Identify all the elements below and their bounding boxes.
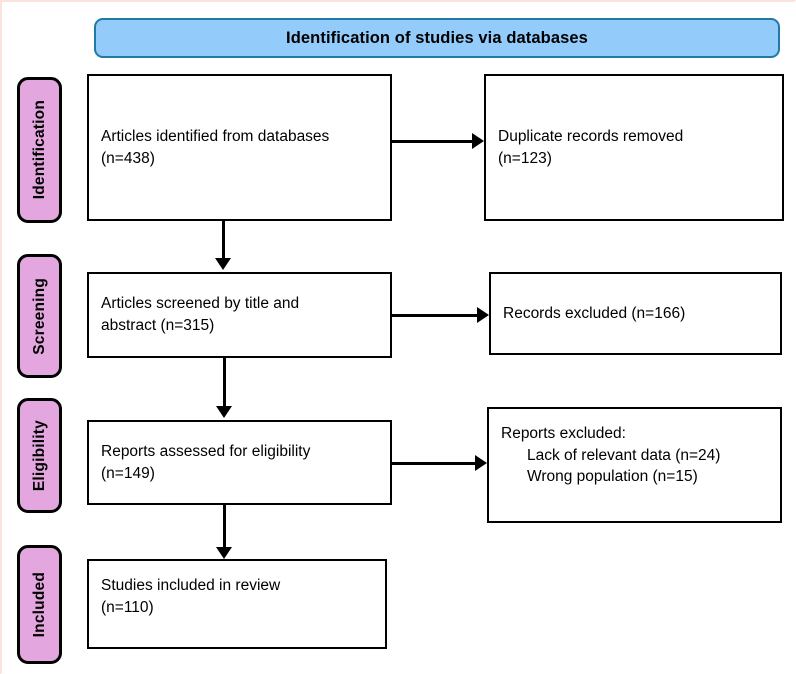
phase-label-included-text: Included — [30, 571, 48, 638]
box-studies-included-line1: Studies included in review — [101, 577, 281, 594]
diagram-title-text: Identification of studies via databases — [286, 28, 588, 47]
box-articles-identified-line1: Articles identified from databases — [101, 127, 330, 145]
phase-label-screening: Screening — [17, 254, 62, 378]
phase-label-eligibility: Eligibility — [17, 398, 62, 513]
connector-identified-to-screened-line — [222, 221, 225, 263]
box-articles-identified: Articles identified from databases (n=43… — [87, 74, 392, 221]
box-reports-assessed-eligibility-line2: (n=149) — [101, 464, 155, 482]
connector-eligibility-to-reports-excluded-line — [392, 462, 477, 465]
box-reports-excluded-reason-2: Wrong population (n=15) — [527, 468, 698, 486]
box-reports-assessed-eligibility-line1: Reports assessed for eligibility — [101, 442, 311, 460]
box-reports-excluded: Reports excluded: Lack of relevant data … — [487, 407, 782, 523]
phase-label-screening-text: Screening — [30, 277, 48, 355]
phase-label-identification: Identification — [17, 77, 62, 223]
connector-eligibility-to-included-arrowhead — [216, 547, 232, 559]
box-articles-screened-line1: Articles screened by title and — [101, 295, 300, 313]
box-articles-identified-line2: (n=438) — [101, 149, 155, 167]
box-articles-screened-line2: abstract (n=315) — [101, 317, 215, 334]
phase-label-included: Included — [17, 545, 62, 664]
connector-screened-to-records-excluded-arrowhead — [477, 307, 489, 323]
box-reports-excluded-line1: Reports excluded: — [501, 425, 626, 442]
box-records-excluded-line1: Records excluded (n=166) — [503, 304, 686, 322]
phase-label-identification-text: Identification — [30, 100, 48, 200]
connector-screened-to-records-excluded-line — [392, 314, 479, 317]
connector-screened-to-eligibility-line — [223, 358, 226, 410]
connector-eligibility-to-reports-excluded-arrowhead — [475, 455, 487, 471]
box-reports-excluded-reason-1: Lack of relevant data (n=24) — [527, 446, 721, 464]
connector-identified-to-duplicates-line — [392, 140, 474, 143]
diagram-title-banner: Identification of studies via databases — [94, 18, 780, 58]
connector-identified-to-duplicates-arrowhead — [472, 133, 484, 149]
box-duplicate-records-removed-line2: (n=123) — [498, 149, 552, 167]
box-articles-screened: Articles screened by title and abstract … — [87, 272, 392, 358]
connector-eligibility-to-included-line — [223, 505, 226, 553]
connector-screened-to-eligibility-arrowhead — [216, 406, 232, 418]
box-studies-included: Studies included in review (n=110) — [87, 559, 387, 649]
phase-label-eligibility-text: Eligibility — [30, 419, 48, 492]
box-records-excluded: Records excluded (n=166) — [489, 272, 782, 355]
box-duplicate-records-removed: Duplicate records removed (n=123) — [484, 74, 784, 221]
connector-identified-to-screened-arrowhead — [215, 258, 231, 270]
box-duplicate-records-removed-line1: Duplicate records removed — [498, 127, 684, 145]
box-studies-included-line2: (n=110) — [101, 598, 154, 616]
box-reports-assessed-eligibility: Reports assessed for eligibility (n=149) — [87, 420, 392, 505]
